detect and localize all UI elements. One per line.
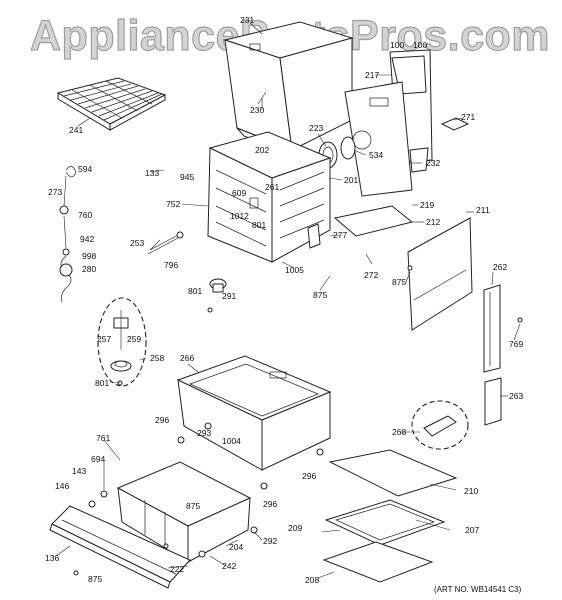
label-1012: 1012 [230,211,249,221]
label-875: 875 [186,501,200,511]
bracket-277 [307,223,321,249]
label-231: 231 [240,15,254,25]
callout-labels: 231 100 100 217 271 230 241 223 534 232 … [45,15,523,585]
label-242: 242 [222,561,236,571]
label-223: 223 [309,123,323,133]
label-273: 273 [48,187,62,197]
label-146: 146 [55,481,69,491]
label-136: 136 [45,553,59,563]
label-534: 534 [369,150,383,160]
label-217: 217 [365,70,379,80]
label-801: 801 [252,220,266,230]
label-271: 271 [461,112,475,122]
label-207: 207 [465,525,479,535]
label-143: 143 [72,466,86,476]
label-259: 259 [127,334,141,344]
label-266: 266 [180,353,194,363]
label-296: 296 [155,415,169,425]
label-1005: 1005 [285,265,304,275]
label-100: 100 [413,40,427,50]
label-268: 268 [392,427,406,437]
label-942: 942 [80,234,94,244]
label-801: 801 [188,286,202,296]
label-609: 609 [232,188,246,198]
label-296: 296 [263,499,277,509]
element-assembly-258 [97,297,147,387]
label-769: 769 [509,339,523,349]
label-211: 211 [476,205,490,215]
label-253: 253 [130,238,144,248]
label-875: 875 [88,574,102,584]
side-trim-262 [483,284,501,373]
label-761: 761 [96,433,110,443]
drawer-box-204 [116,461,252,563]
label-219: 219 [420,200,434,210]
art-number: (ART NO. WB14541 C3) [434,585,522,594]
oven-cavity-201 [207,131,332,263]
knob-291 [209,278,227,293]
leader-lines [55,22,521,579]
label-202: 202 [255,145,269,155]
label-258: 258 [150,353,164,363]
label-241: 241 [69,125,83,135]
label-100: 100 [390,40,404,50]
label-277: 277 [333,230,347,240]
label-280: 280 [82,264,96,274]
label-209: 209 [288,523,302,533]
outer-wrapper-230 [223,21,354,159]
label-801: 801 [95,378,109,388]
label-208: 208 [305,575,319,585]
label-291: 291 [222,291,236,301]
label-261: 261 [265,182,279,192]
side-trim-263 [484,377,502,426]
label-875: 875 [392,277,406,287]
label-210: 210 [464,486,478,496]
side-panel-211 [407,217,473,331]
label-263: 263 [509,391,523,401]
label-796: 796 [164,260,178,270]
label-293: 293 [197,428,211,438]
label-201: 201 [344,175,358,185]
bottom-plate-208 [322,541,434,583]
bracket-271 [440,117,470,131]
fasteners [73,265,523,576]
label-230: 230 [250,105,264,115]
label-875: 875 [313,290,327,300]
label-1004: 1004 [222,436,241,446]
label-292: 292 [263,536,277,546]
label-204: 204 [229,542,243,552]
probe-253 [147,231,184,255]
label-998: 998 [82,251,96,261]
label-945: 945 [180,172,194,182]
label-752: 752 [166,199,180,209]
cover-plate-210 [328,449,458,497]
label-232: 232 [426,158,440,168]
label-222: 222 [170,564,184,574]
label-760: 760 [78,210,92,220]
panel-209 [324,499,446,546]
drawer-front-136 [49,505,191,589]
label-257: 257 [97,334,111,344]
bracket-268 [411,400,469,450]
label-594: 594 [78,164,92,174]
sensor-assembly-273 [59,166,77,303]
oven-rack-241 [56,77,167,131]
label-133: 133 [145,168,159,178]
label-296: 296 [302,471,316,481]
label-262: 262 [493,262,507,272]
label-212: 212 [426,217,440,227]
label-272: 272 [364,270,378,280]
drawer-frame-266 [176,355,332,471]
label-694: 694 [91,454,105,464]
